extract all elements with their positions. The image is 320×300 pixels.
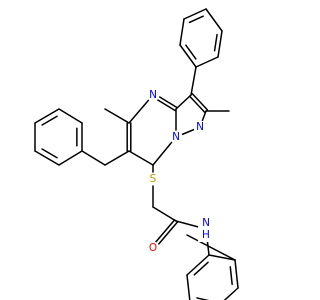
bond-ph4-ph5 [205,8,223,32]
atom-n1-label: N [172,131,180,143]
bond-ph3-ph4-inner [188,15,204,24]
bond-c6-ch2b [104,150,130,166]
atom-n2-label: N [196,121,204,133]
bond-bz3-bz4 [34,108,60,124]
atom-n4-label: N [149,89,157,101]
molecule-structure: N N N S O N H [34,8,239,300]
bond-ch2s-cco [152,206,177,222]
atom-amide-h-label: H [202,229,210,241]
atom-amide-nh: N H [198,217,214,242]
bond-ar4-ar5 [223,287,239,300]
bond-ar1-ar2 [186,254,210,276]
bond-ph5-ph6-inner [213,33,218,52]
bond-ar6-ar1 [208,254,236,261]
bond-c3-c2-b [191,93,209,111]
atom-n2: N [193,120,207,134]
bond-ch2b-bz1 [81,150,106,166]
bond-ar5-ar6-inner [229,266,233,286]
bond-c7-c6 [128,150,154,166]
atom-n1: N [169,130,183,144]
bond-bz5-bz6-inner [41,148,58,159]
bond-ph5-ph6 [217,30,223,58]
structure-canvas: N N N S O N H [34,8,239,300]
atom-label-layer: N N N S O N H [146,88,214,255]
bond-ph6-ph1 [195,56,219,68]
atom-amide-n-label: N [202,217,210,229]
atom-oxygen: O [146,241,160,255]
bond-ph1-ph2 [179,44,197,68]
bond-bz5-bz6 [34,150,60,166]
bond-ph1-ph2-inner [185,44,197,60]
bond-ar1-ar2-inner [193,261,209,276]
bond-ar5-ar6 [234,259,239,289]
bond-ar6-arme [186,234,236,261]
bond-bz3-bz4-inner [41,115,58,126]
bond-bz2-bz3 [58,108,83,124]
bond-c3-c2-a [188,95,206,113]
atom-oxygen-label: O [149,242,157,254]
bond-ph2-ph3 [179,18,185,46]
atom-sulfur: S [146,172,160,186]
bond-bz6-bz1 [58,150,83,166]
bond-c5-me5 [104,108,130,124]
atom-n4: N [146,88,160,102]
bond-c3-ph1 [190,66,197,96]
bond-ar2-ar3 [186,274,191,300]
bond-layer [34,8,239,300]
bond-ph3-ph4 [183,8,207,20]
bond-c3a-c3 [175,94,192,110]
atom-sulfur-label: S [150,173,157,185]
